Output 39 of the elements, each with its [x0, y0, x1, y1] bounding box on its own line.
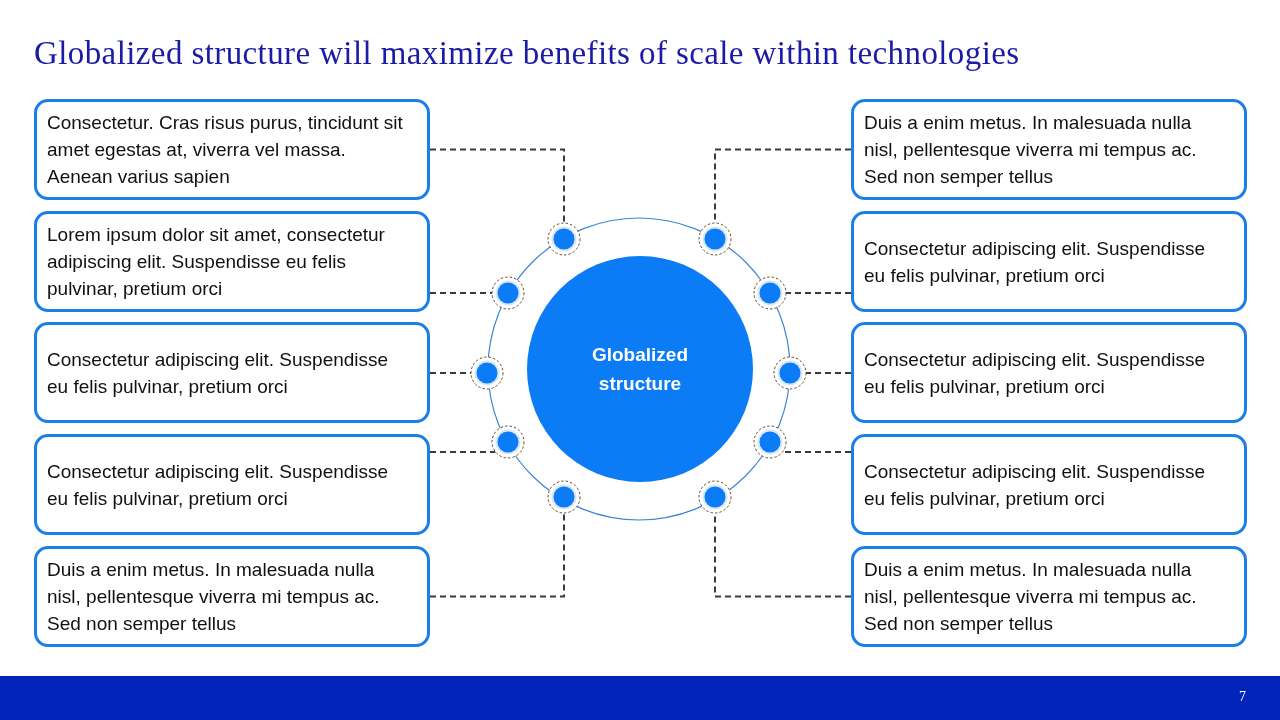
ring-dot [491, 276, 525, 310]
box-text: Consectetur adipiscing elit. Suspendisse eu felis pulvinar, pretium orci [864, 347, 1207, 399]
box-text: Consectetur adipiscing elit. Suspendisse eu felis pulvinar, pretium orci [864, 459, 1207, 511]
text-box [34, 322, 430, 423]
box-text: Duis a enim metus. In malesuada nulla nisl, pellentesque viverra mi tempus ac. Sed non semper tellus [864, 558, 1198, 636]
text-box [851, 211, 1247, 312]
text-box [34, 211, 430, 312]
box-text: Consectetur adipiscing elit. Suspendisse eu felis pulvinar, pretium orci [864, 236, 1207, 288]
ring-dot [491, 425, 525, 459]
text-box [851, 546, 1247, 647]
ring-dot [773, 356, 807, 390]
ring-dot [470, 356, 504, 390]
box-text: Consectetur adipiscing elit. Suspendisse eu felis pulvinar, pretium orci [47, 459, 390, 511]
text-box [851, 322, 1247, 423]
box-text: Consectetur. Cras risus purus, tincidunt sit amet egestas at, viverra vel massa. Aenean varius sapien [47, 111, 404, 189]
text-box [34, 99, 430, 200]
ring-dot [698, 222, 732, 256]
page-number: 7 [1239, 689, 1246, 705]
dashed-connector [429, 148, 565, 224]
text-box [851, 99, 1247, 200]
ring-dot [753, 276, 787, 310]
dashed-connector [805, 372, 852, 374]
text-box [34, 546, 430, 647]
slide-title: Globalized structure will maximize benefits of scale within technologies [34, 34, 1020, 72]
box-text: Lorem ipsum dolor sit amet, consectetur adipiscing elit. Suspendisse eu felis pulvinar, pretium orci [47, 223, 386, 301]
dashed-connector [429, 512, 565, 598]
text-box [34, 434, 430, 535]
dashed-connector [785, 292, 852, 294]
center-label: Globalized structure [590, 343, 690, 396]
dashed-connector [429, 292, 493, 294]
ring-dot [753, 425, 787, 459]
ring-dot [547, 480, 581, 514]
text-box [851, 434, 1247, 535]
ring-dot [698, 480, 732, 514]
dashed-connector [429, 451, 497, 453]
ring-dot [547, 222, 581, 256]
box-text: Duis a enim metus. In malesuada nulla nisl, pellentesque viverra mi tempus ac. Sed non semper tellus [864, 111, 1198, 189]
box-text: Duis a enim metus. In malesuada nulla nisl, pellentesque viverra mi tempus ac. Sed non semper tellus [47, 558, 381, 636]
box-text: Consectetur adipiscing elit. Suspendisse eu felis pulvinar, pretium orci [47, 347, 390, 399]
